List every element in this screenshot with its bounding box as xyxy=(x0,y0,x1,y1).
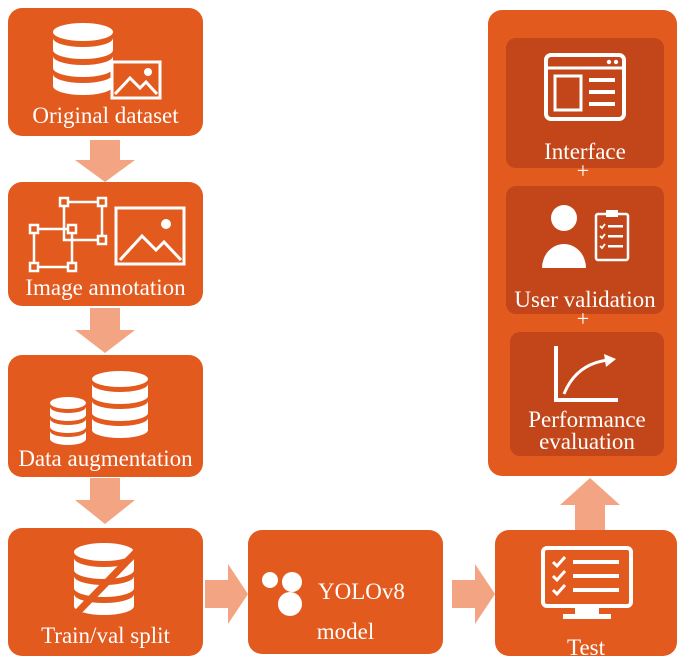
arrow-up-1 xyxy=(560,478,620,530)
data-augmentation-label: Data augmentation xyxy=(18,446,193,471)
growth-chart-icon xyxy=(554,346,618,402)
yolov8-label: YOLOv8 xyxy=(318,579,405,604)
user-clipboard-icon xyxy=(542,205,630,268)
plus-sign-1: + xyxy=(576,158,590,183)
databases-icon xyxy=(50,371,148,445)
model-label: model xyxy=(316,619,375,644)
arrow-down-1 xyxy=(75,140,135,182)
interface-box: Interface xyxy=(506,38,664,168)
arrow-right-2 xyxy=(452,564,495,624)
original-dataset-box: Original dataset xyxy=(8,8,203,136)
user-validation-label: User validation xyxy=(514,287,656,312)
test-box: Test xyxy=(495,530,677,660)
validation-panel: Interface + User validation + xyxy=(488,10,677,476)
user-validation-box: User validation xyxy=(506,186,664,314)
data-augmentation-box: Data augmentation xyxy=(8,355,203,477)
performance-evaluation-box: Performance evaluation xyxy=(510,332,664,456)
plus-sign-2: + xyxy=(576,306,590,331)
image-annotation-label: Image annotation xyxy=(25,275,186,300)
annotation-icon xyxy=(28,196,186,273)
interface-window-icon xyxy=(544,53,626,121)
train-val-split-label: Train/val split xyxy=(41,623,170,648)
performance-label: Performance xyxy=(528,407,646,432)
test-label: Test xyxy=(567,635,605,660)
database-image-icon xyxy=(53,23,162,100)
monitor-checklist-icon xyxy=(541,546,633,619)
evaluation-label: evaluation xyxy=(539,429,635,454)
arrow-down-2 xyxy=(75,308,135,353)
arrow-down-3 xyxy=(75,478,135,524)
yolov8-model-box: YOLOv8 model xyxy=(248,530,443,654)
arrow-right-1 xyxy=(205,564,248,624)
original-dataset-label: Original dataset xyxy=(32,103,179,128)
yolo-logo-icon xyxy=(262,572,302,616)
interface-label: Interface xyxy=(544,139,626,164)
image-annotation-box: Image annotation xyxy=(8,182,203,306)
train-val-split-box: Train/val split xyxy=(8,528,203,656)
database-split-icon xyxy=(71,543,141,619)
